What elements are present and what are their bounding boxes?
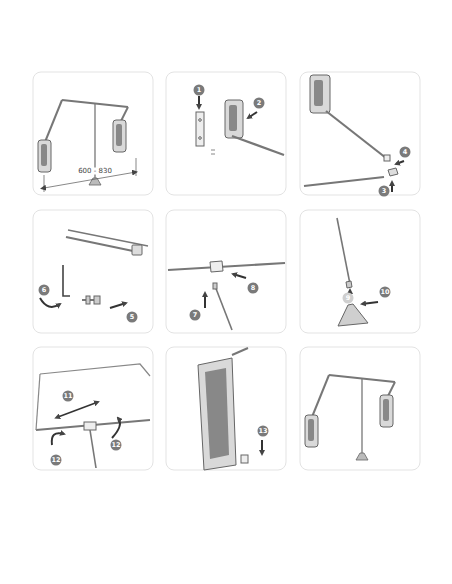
- dimension-label: 600 - 830: [77, 168, 113, 175]
- callout-number: 3: [379, 186, 390, 197]
- callout-number: 10: [379, 287, 390, 298]
- callout-number: 9: [343, 293, 354, 304]
- callout-number: 13: [257, 426, 268, 437]
- callout-number: 5: [127, 312, 138, 323]
- callout-number: 11: [62, 391, 73, 402]
- callout-number: 1: [194, 85, 205, 96]
- callout-number: 12: [50, 455, 61, 466]
- callout-number: 6: [39, 285, 50, 296]
- callout-number: 12: [110, 440, 121, 451]
- callout-number: 8: [248, 283, 259, 294]
- callout-number: 4: [400, 147, 411, 158]
- callout-number: 7: [190, 310, 201, 321]
- callout-number: 2: [254, 98, 265, 109]
